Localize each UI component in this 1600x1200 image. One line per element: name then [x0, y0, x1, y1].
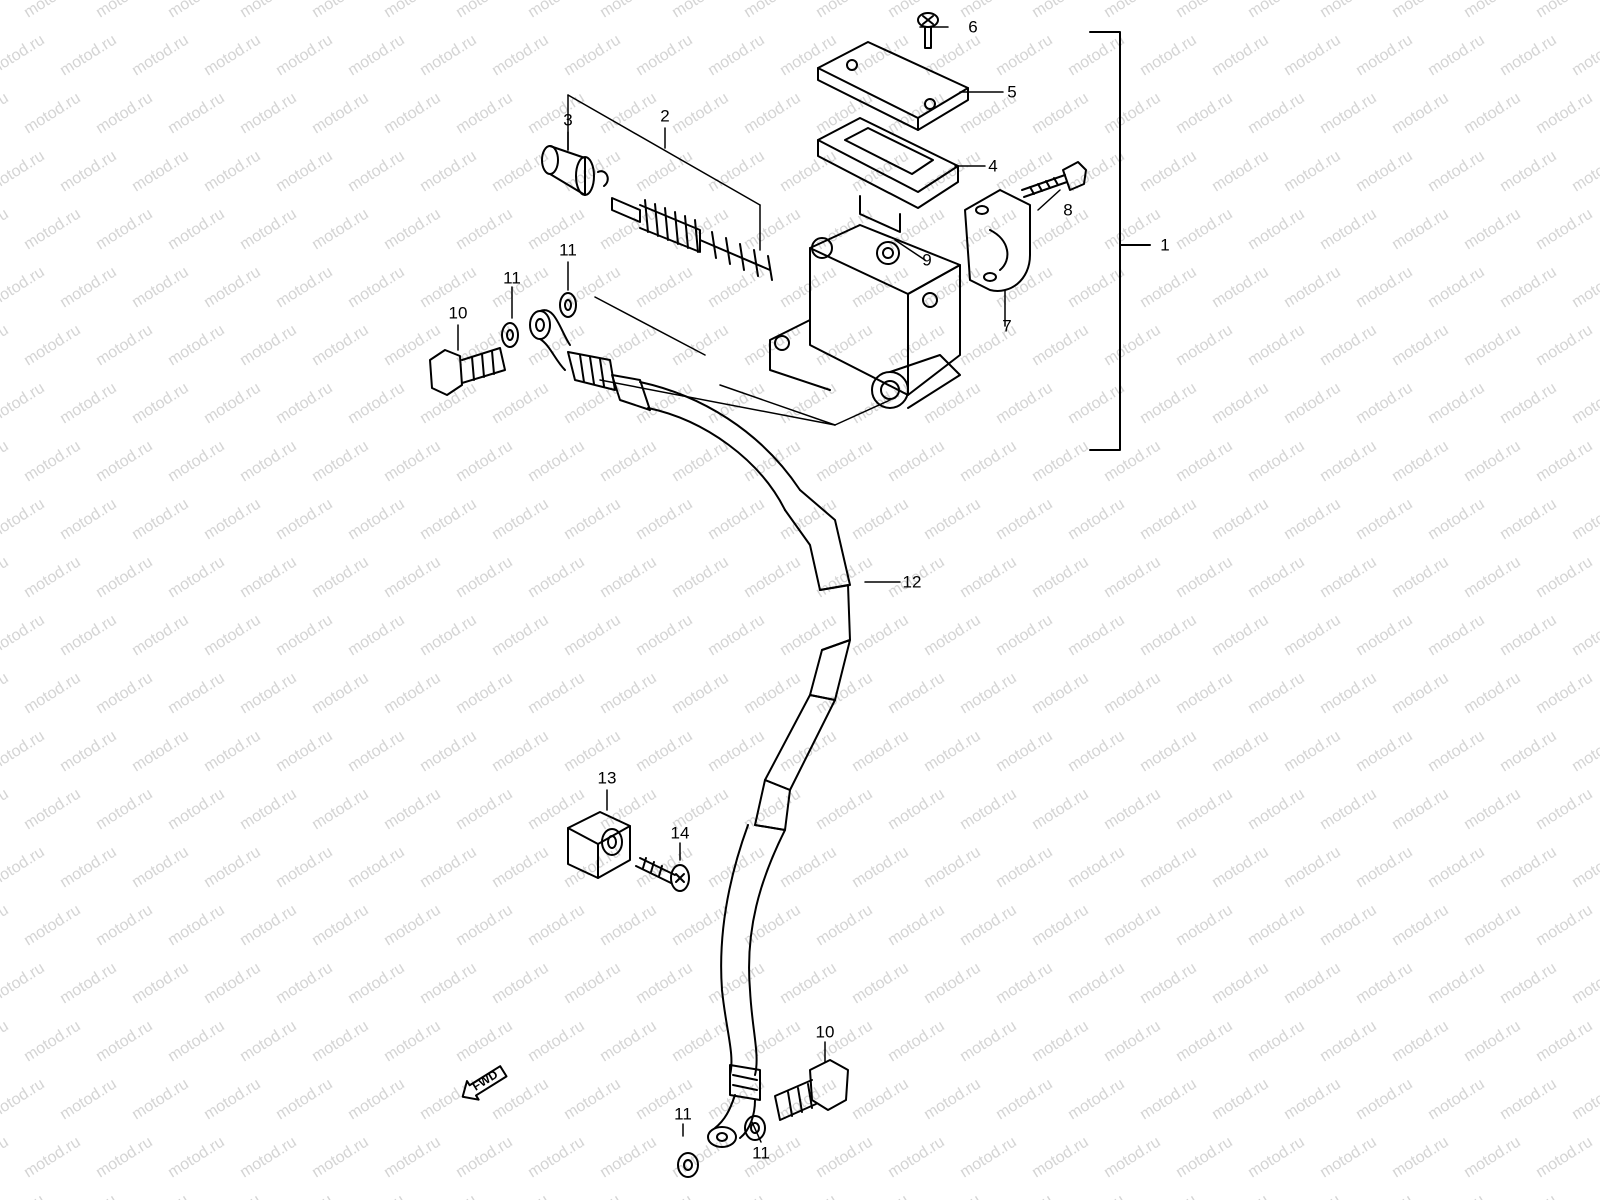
label-part-11-c: 11	[674, 1104, 692, 1124]
arrow-left-icon	[461, 1065, 508, 1101]
part-3-boot	[541, 145, 595, 196]
part-11-washer-4	[744, 1115, 766, 1141]
label-part-13: 13	[597, 768, 617, 788]
part-11-washer-1	[501, 322, 519, 348]
label-part-4: 4	[988, 156, 998, 176]
label-part-7: 7	[1002, 316, 1012, 336]
part-7-clamp	[964, 189, 1031, 292]
part-6-screw	[917, 12, 939, 49]
master-cylinder-body	[769, 224, 961, 409]
leader-lines	[457, 26, 1061, 1143]
part-11-washer-2	[559, 292, 577, 318]
part-10-banjo-bolt-top	[429, 347, 506, 396]
label-part-10-bottom: 10	[815, 1022, 835, 1042]
part-12-brake-hose	[529, 309, 851, 1148]
label-part-6: 6	[968, 17, 978, 37]
part-13-hose-clamp	[567, 811, 631, 879]
part-11-washer-3	[677, 1152, 699, 1178]
label-part-9: 9	[922, 250, 932, 270]
label-part-2: 2	[660, 106, 670, 126]
label-part-14: 14	[670, 823, 690, 843]
label-part-8: 8	[1063, 200, 1073, 220]
label-part-10-top: 10	[448, 303, 468, 323]
label-part-1: 1	[1160, 235, 1170, 255]
label-part-11-b: 11	[503, 268, 521, 288]
label-part-3: 3	[563, 110, 573, 130]
label-part-5: 5	[1007, 82, 1017, 102]
part-10-banjo-bolt-bottom	[774, 1059, 849, 1121]
part-5-reservoir-cap	[817, 41, 969, 131]
assembly-bracket	[1089, 31, 1151, 451]
label-part-12: 12	[902, 572, 922, 592]
label-part-11-d: 11	[752, 1143, 770, 1163]
fwd-direction-badge: FWD	[454, 1059, 512, 1109]
part-4-diaphragm	[817, 117, 959, 233]
part-8-bolt	[1021, 161, 1087, 198]
label-part-11-a: 11	[559, 240, 577, 260]
part-2-piston-spring	[597, 170, 773, 281]
part-14-screw	[635, 857, 690, 892]
